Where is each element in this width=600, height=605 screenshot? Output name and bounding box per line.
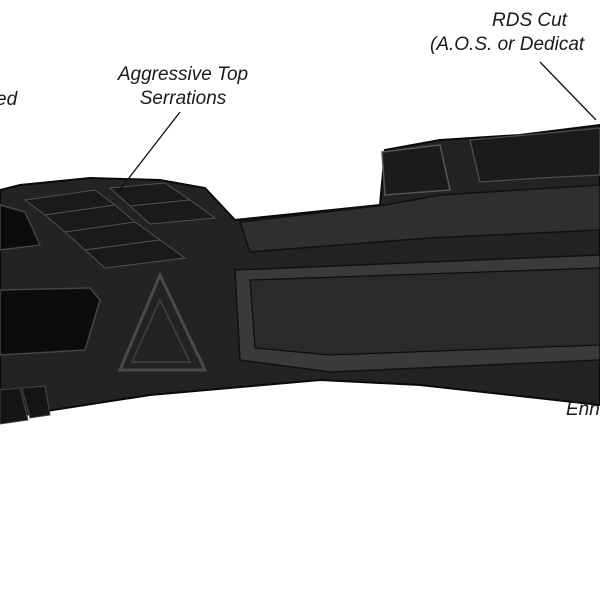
slide-top-surface [238,184,600,253]
callout-line: ed [0,89,18,110]
triangle-accent-inner [130,297,192,363]
triangle-accent [117,271,208,372]
callout-left-partial: ed [0,88,46,112]
window-cut-rear [0,287,101,356]
bottom-serrations [0,385,51,425]
leader-line-serrations [117,111,181,193]
callout-aggressive-top-serrations: Aggressive Top Serrations [104,63,262,111]
callout-rds-cut: RDS Cut (A.O.S. or Dedicat [430,9,600,57]
callout-line: Enh [566,399,600,420]
callout-right-partial: Enh [566,398,600,422]
rds-rear-serrations [469,127,600,183]
rds-cut-block [381,144,451,196]
callout-line: Serrations [139,88,227,109]
callout-line: (A.O.S. or Dedicat [430,34,585,55]
callout-line: RDS Cut [492,10,567,31]
window-cut-front [0,204,42,251]
leader-line-rds [539,61,597,121]
top-serrations [23,182,217,269]
slide-side-inset [249,267,600,356]
callout-line: Aggressive Top [117,64,249,85]
